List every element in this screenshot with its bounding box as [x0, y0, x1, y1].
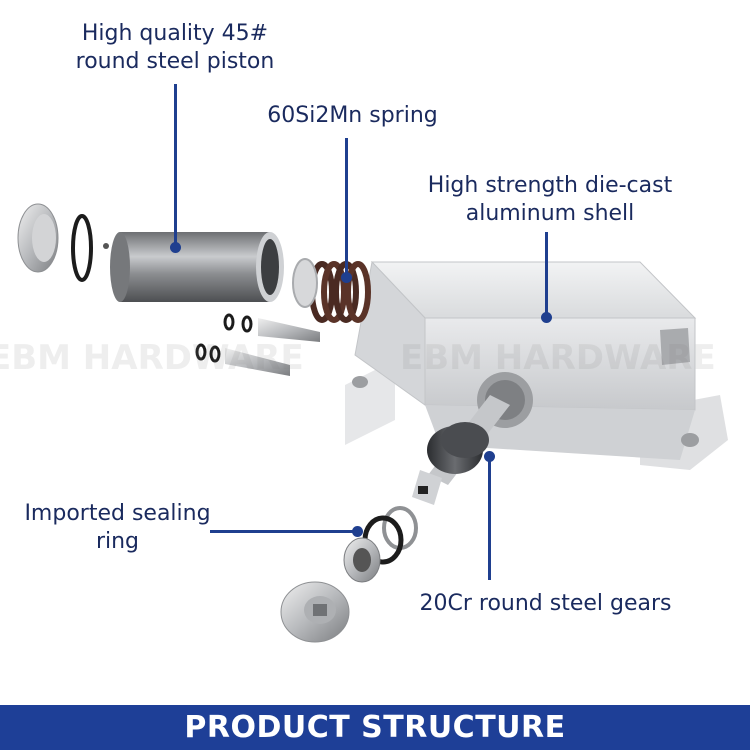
sealing-leader-dot [352, 526, 363, 537]
piston-leader-line [174, 84, 177, 246]
sealing-assembly [280, 506, 418, 643]
watermark: EBM HARDWARE [0, 338, 304, 378]
title-banner: PRODUCT STRUCTURE [0, 705, 750, 750]
mesh-disc [292, 258, 318, 308]
watermark: EBM HARDWARE [400, 338, 716, 378]
spring [309, 261, 371, 323]
spring-label: 60Si2Mn spring [267, 103, 438, 128]
shell-leader-dot [541, 312, 552, 323]
piston-label-line1: High quality 45# [81, 21, 269, 46]
end-cap [17, 203, 109, 282]
adjusting-valves [195, 313, 320, 376]
piston-leader-dot [170, 242, 181, 253]
shell-label-line1: High strength die-cast [427, 173, 673, 198]
shell-leader-line [545, 232, 548, 316]
spring-leader-line [345, 138, 348, 276]
banner-title: PRODUCT STRUCTURE [184, 710, 566, 745]
gears-label: 20Cr round steel gears [419, 591, 672, 616]
shell-label-line2: aluminum shell [465, 201, 635, 226]
spring-leader-dot [341, 272, 352, 283]
piston [110, 232, 284, 302]
door-closer-exploded-illustration [17, 203, 728, 643]
piston-label-line2: round steel piston [75, 49, 275, 74]
gear-shaft [412, 395, 510, 505]
gears-leader-dot [484, 451, 495, 462]
sealing-leader-line [210, 530, 360, 533]
gears-leader-line [488, 455, 491, 580]
sealing-label-line2: ring [95, 529, 140, 554]
sealing-label-line1: Imported sealing [24, 501, 211, 526]
